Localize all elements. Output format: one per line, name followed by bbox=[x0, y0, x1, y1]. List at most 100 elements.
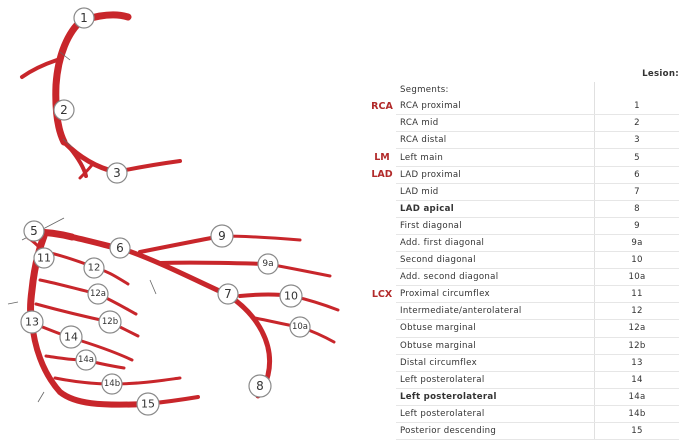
lesion-number: 9a bbox=[595, 234, 680, 251]
svg-text:13: 13 bbox=[25, 316, 39, 329]
coronary-artery-diagram: 1 2 3 5 6 9 9a 11 12 12a 7 10 10a 13 12b… bbox=[0, 0, 360, 436]
svg-text:11: 11 bbox=[37, 252, 51, 265]
svg-text:7: 7 bbox=[224, 287, 232, 301]
lesion-number: 3 bbox=[595, 132, 680, 149]
segment-name: Add. first diagonal bbox=[396, 234, 595, 251]
segment-name: Add. second diagonal bbox=[396, 269, 595, 286]
lesion-number: 5 bbox=[595, 149, 680, 166]
segment-name: Second diagonal bbox=[396, 252, 595, 269]
group-label: LM bbox=[368, 149, 396, 166]
group-label bbox=[368, 234, 396, 251]
svg-text:10: 10 bbox=[284, 290, 298, 303]
segment-name: Left posterolateral bbox=[396, 388, 595, 405]
svg-text:12a: 12a bbox=[90, 289, 106, 299]
segment-name: RCA proximal bbox=[396, 98, 595, 115]
svg-text:2: 2 bbox=[60, 103, 68, 117]
svg-text:10a: 10a bbox=[292, 322, 308, 332]
segment-name: Posterior descending bbox=[396, 422, 595, 439]
segment-marker-12b: 12b bbox=[99, 311, 121, 333]
lesion-number: 12b bbox=[595, 337, 680, 354]
lesion-number: 15 bbox=[595, 422, 680, 439]
lesion-number: 1 bbox=[595, 98, 680, 115]
svg-text:9a: 9a bbox=[262, 259, 273, 269]
svg-text:12: 12 bbox=[88, 263, 101, 274]
segment-marker-14: 14 bbox=[60, 326, 82, 348]
segment-marker-11: 11 bbox=[34, 248, 54, 268]
svg-text:12b: 12b bbox=[102, 317, 118, 327]
svg-text:14b: 14b bbox=[104, 379, 120, 389]
segment-name: RCA mid bbox=[396, 115, 595, 132]
group-label bbox=[368, 320, 396, 337]
group-label bbox=[368, 422, 396, 439]
segment-name: Obtuse marginal bbox=[396, 337, 595, 354]
lesion-number: 14a bbox=[595, 388, 680, 405]
lesion-column-header: Lesion: bbox=[595, 66, 680, 82]
svg-text:3: 3 bbox=[113, 166, 121, 180]
group-label: LAD bbox=[368, 166, 396, 183]
right-coronary-artery bbox=[22, 15, 180, 178]
svg-text:9: 9 bbox=[218, 229, 226, 243]
segments-column-header: Segments: bbox=[396, 82, 595, 98]
group-label bbox=[368, 200, 396, 217]
svg-text:6: 6 bbox=[116, 241, 124, 255]
group-label bbox=[368, 115, 396, 132]
group-label bbox=[368, 354, 396, 371]
segment-name: Proximal circumflex bbox=[396, 286, 595, 303]
lesion-number: 10a bbox=[595, 269, 680, 286]
segment-name: LAD mid bbox=[396, 183, 595, 200]
lesion-number: 14b bbox=[595, 405, 680, 422]
lesion-number: 13 bbox=[595, 354, 680, 371]
group-label bbox=[368, 183, 396, 200]
segment-marker-12: 12 bbox=[84, 258, 104, 278]
lesion-number: 12a bbox=[595, 320, 680, 337]
group-label bbox=[368, 371, 396, 388]
segment-marker-9: 9 bbox=[211, 225, 233, 247]
svg-text:14a: 14a bbox=[78, 355, 94, 365]
lesion-number: 2 bbox=[595, 115, 680, 132]
segment-marker-6: 6 bbox=[110, 238, 130, 258]
group-label bbox=[368, 303, 396, 320]
segment-name: Intermediate/anterolateral bbox=[396, 303, 595, 320]
legend-header-row: Lesion: bbox=[368, 66, 679, 82]
group-label bbox=[368, 337, 396, 354]
segment-name: LAD apical bbox=[396, 200, 595, 217]
segment-marker-7: 7 bbox=[218, 284, 238, 304]
group-label bbox=[368, 252, 396, 269]
svg-text:15: 15 bbox=[141, 398, 155, 411]
lesion-number: 9 bbox=[595, 217, 680, 234]
segment-marker-10: 10 bbox=[280, 285, 302, 307]
segment-name: Obtuse marginal bbox=[396, 320, 595, 337]
segment-marker-14a: 14a bbox=[76, 350, 96, 370]
segment-name: Distal circumflex bbox=[396, 354, 595, 371]
group-label bbox=[368, 132, 396, 149]
left-coronary-system bbox=[8, 218, 338, 405]
group-label: RCA bbox=[368, 98, 396, 115]
segment-marker-2: 2 bbox=[54, 100, 74, 120]
group-label bbox=[368, 405, 396, 422]
group-label bbox=[368, 217, 396, 234]
segment-name: Left posterolateral bbox=[396, 405, 595, 422]
legend-subheader-row: Segments: bbox=[368, 82, 679, 98]
svg-text:1: 1 bbox=[80, 11, 88, 25]
lesion-number: 6 bbox=[595, 166, 680, 183]
segment-marker-5: 5 bbox=[24, 221, 44, 241]
segment-marker-13: 13 bbox=[21, 311, 43, 333]
group-label: LCX bbox=[368, 286, 396, 303]
segment-marker-14b: 14b bbox=[102, 374, 122, 394]
